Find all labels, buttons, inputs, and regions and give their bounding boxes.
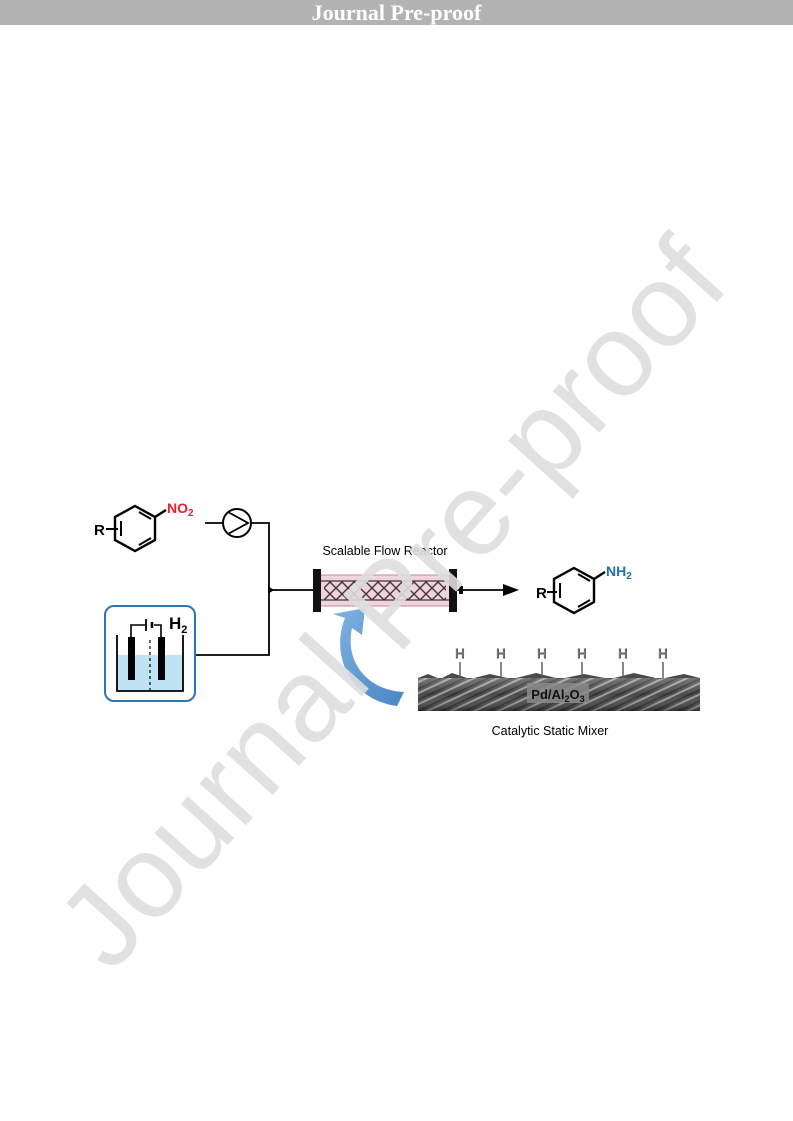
outlet-connector bbox=[459, 586, 463, 594]
reactant-nitro-bond bbox=[154, 508, 167, 519]
mixing-tee-icon bbox=[268, 586, 274, 594]
hydrogen-feed-line bbox=[195, 589, 313, 656]
reactor-label: Scalable Flow Reactor bbox=[322, 544, 447, 558]
surface-h-atom-5: H bbox=[618, 646, 627, 661]
pump-chevron-icon bbox=[227, 511, 250, 535]
journal-header-title: Journal Pre-proof bbox=[311, 0, 482, 25]
surface-h-atom-1: H bbox=[455, 646, 464, 661]
electrode-right bbox=[158, 637, 165, 680]
reactant-r-label: R bbox=[94, 522, 105, 539]
reactor-end-cap-right bbox=[449, 569, 457, 612]
electrode-left bbox=[128, 637, 135, 680]
pump bbox=[205, 508, 270, 590]
curved-blue-arrow-icon bbox=[333, 608, 404, 706]
wire-left bbox=[130, 624, 145, 637]
flow-reactor: Scalable Flow Reactor bbox=[313, 544, 519, 612]
surface-h-atom-2: H bbox=[496, 646, 505, 661]
mixer-top-edge bbox=[418, 673, 700, 679]
pump-outlet-line bbox=[251, 522, 270, 590]
nitro-group-label: NO2 bbox=[167, 500, 194, 519]
reactant-double-bond-2 bbox=[138, 511, 152, 520]
product-r-label: R bbox=[536, 585, 547, 602]
journal-header: Journal Pre-proof bbox=[0, 0, 793, 25]
reactor-hatch-packing bbox=[324, 581, 446, 600]
mixer-label: Catalytic Static Mixer bbox=[492, 724, 609, 738]
electrolysis-cell: H2 bbox=[104, 605, 196, 702]
product-amine-bond bbox=[593, 570, 606, 581]
surface-h-atom-6: H bbox=[658, 646, 667, 661]
catalyst-label: Pd/Al2O3 bbox=[531, 687, 584, 704]
surface-h-atom-4: H bbox=[577, 646, 586, 661]
surface-hydrogen-atoms: H H H H H H bbox=[455, 646, 668, 678]
wire-right bbox=[154, 624, 162, 637]
product-double-bond-2 bbox=[577, 573, 591, 582]
amine-group-label: NH2 bbox=[606, 563, 632, 582]
reactant-double-bond-3 bbox=[138, 537, 152, 546]
reactor-end-cap-left bbox=[313, 569, 321, 612]
aniline-product: R NH2 bbox=[536, 563, 632, 615]
outlet-arrow-icon bbox=[503, 584, 519, 596]
product-double-bond-3 bbox=[577, 599, 591, 608]
catalyst-label-bg bbox=[527, 683, 589, 703]
hydrogen-gas-label: H2 bbox=[169, 614, 187, 636]
nitroarene-reactant: R NO2 bbox=[94, 500, 194, 553]
catalytic-static-mixer: Pd/Al2O3 H H H H H H Catalytic Static Mi… bbox=[418, 646, 700, 738]
surface-h-atom-3: H bbox=[537, 646, 546, 661]
